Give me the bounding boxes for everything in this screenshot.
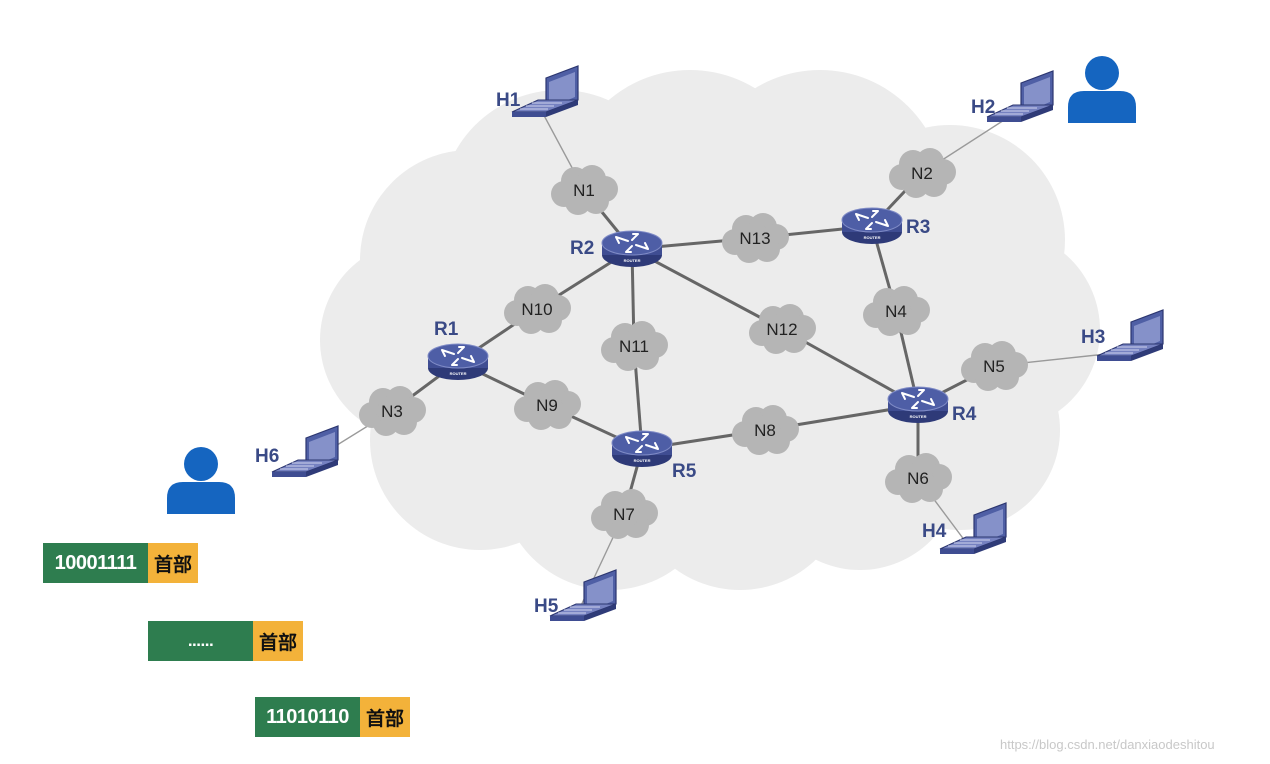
network-label: N9 — [536, 396, 558, 415]
router-label: R2 — [570, 238, 594, 259]
router-sublabel: ROUTER — [910, 414, 927, 419]
packet-3-payload: 11010110 — [255, 697, 360, 737]
host-label: H4 — [922, 521, 947, 542]
network-n8: N8 — [732, 405, 799, 455]
router-icon: ROUTER — [601, 230, 663, 267]
network-label: N2 — [911, 164, 933, 183]
network-n13: N13 — [722, 213, 789, 263]
router-icon: ROUTER — [427, 343, 489, 380]
router-sublabel: ROUTER — [864, 235, 881, 240]
host-label: H1 — [496, 90, 521, 111]
laptop-icon — [986, 70, 1054, 123]
network-n4: N4 — [863, 286, 930, 336]
network-n9: N9 — [514, 380, 581, 430]
network-label: N10 — [521, 300, 552, 319]
network-n5: N5 — [961, 341, 1028, 391]
network-label: N11 — [619, 337, 649, 356]
router-r3: ROUTER R3 — [841, 207, 930, 244]
router-icon: ROUTER — [611, 430, 673, 467]
router-icon: ROUTER — [841, 207, 903, 244]
network-label: N1 — [573, 181, 595, 200]
host-h5: H5 — [534, 569, 617, 622]
network-n1: N1 — [551, 165, 618, 215]
router-icon: ROUTER — [887, 386, 949, 423]
packet-2-payload: ...... — [148, 621, 253, 661]
network-label: N8 — [754, 421, 776, 440]
network-n12: N12 — [749, 304, 816, 354]
router-label: R1 — [434, 319, 459, 340]
router-r1: ROUTER R1 — [427, 319, 489, 380]
network-label: N5 — [983, 357, 1005, 376]
network-label: N4 — [885, 302, 907, 321]
router-label: R3 — [906, 217, 930, 238]
user-top-right-icon — [1068, 56, 1136, 123]
host-label: H2 — [971, 97, 995, 118]
router-sublabel: ROUTER — [634, 458, 651, 463]
router-sublabel: ROUTER — [624, 258, 641, 263]
packet-3-header: 首部 — [360, 697, 410, 737]
network-n7: N7 — [591, 489, 658, 539]
network-label: N12 — [766, 320, 797, 339]
network-n3: N3 — [359, 386, 426, 436]
host-label: H5 — [534, 596, 559, 617]
network-label: N13 — [739, 229, 770, 248]
network-n2: N2 — [889, 148, 956, 198]
host-h1: H1 — [496, 65, 579, 118]
user-bottom-left-icon — [167, 447, 235, 514]
router-r2: ROUTER R2 — [570, 230, 663, 267]
host-h4: H4 — [922, 502, 1007, 555]
network-n10: N10 — [504, 284, 571, 334]
packet-1: 10001111 首部 — [43, 543, 198, 583]
watermark: https://blog.csdn.net/danxiaodeshitou — [1000, 737, 1215, 752]
router-label: R5 — [672, 461, 697, 482]
link-R2-N12 — [631, 247, 783, 331]
packet-2: ...... 首部 — [148, 621, 303, 661]
packet-1-payload: 10001111 — [43, 543, 148, 583]
network-label: N7 — [613, 505, 635, 524]
router-r4: ROUTER R4 — [887, 386, 977, 425]
network-n11: N11 — [601, 321, 668, 371]
laptop-icon — [1096, 309, 1164, 362]
router-sublabel: ROUTER — [450, 371, 467, 376]
host-h6: H6 — [255, 425, 339, 478]
packet-2-header: 首部 — [253, 621, 303, 661]
host-label: H3 — [1081, 327, 1105, 348]
host-h3: H3 — [1081, 309, 1164, 362]
packet-1-header: 首部 — [148, 543, 198, 583]
network-n6: N6 — [885, 453, 952, 503]
network-label: N3 — [381, 402, 403, 421]
router-label: R4 — [952, 404, 977, 425]
laptop-icon — [271, 425, 339, 478]
packet-3: 11010110 首部 — [255, 697, 410, 737]
network-label: N6 — [907, 469, 929, 488]
host-label: H6 — [255, 446, 279, 467]
router-r5: ROUTER R5 — [611, 430, 697, 482]
host-h2: H2 — [971, 70, 1054, 123]
